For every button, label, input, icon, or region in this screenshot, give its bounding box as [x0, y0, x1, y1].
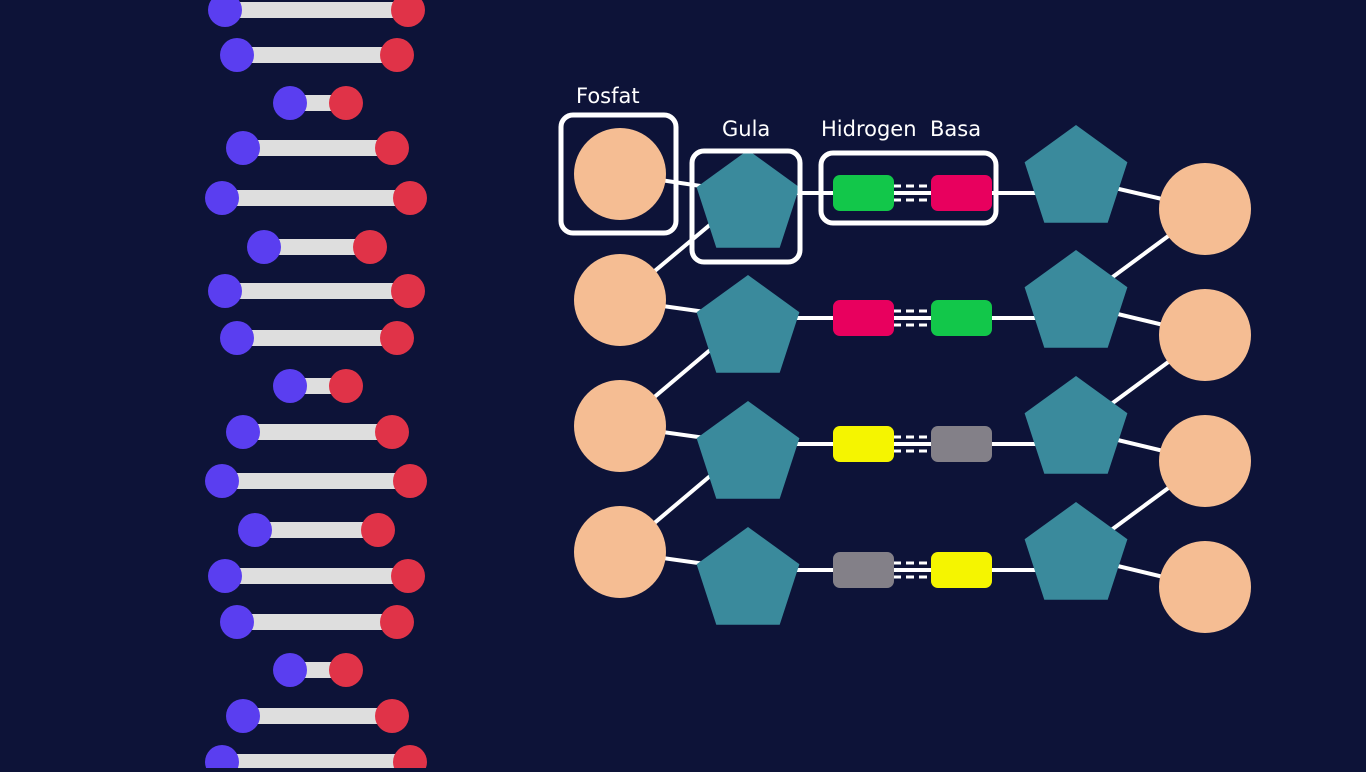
helix-right-nucleotide [329, 653, 363, 687]
sugar-left [696, 527, 800, 625]
helix-rung [273, 86, 363, 120]
nitrogen-base-left [833, 300, 894, 336]
helix-rung [208, 274, 425, 308]
nitrogen-base-left [833, 552, 894, 588]
helix-rung [220, 38, 414, 72]
helix-rung [205, 745, 427, 772]
helix-left-nucleotide [208, 274, 242, 308]
helix-rung [220, 605, 414, 639]
base-label: Basa [930, 117, 981, 141]
helix-rung [273, 369, 363, 403]
helix-rung [247, 230, 387, 264]
nitrogen-base-right [931, 175, 992, 211]
phosphate-group-right [1159, 415, 1251, 507]
helix-right-nucleotide [353, 230, 387, 264]
helix-right-nucleotide [391, 274, 425, 308]
helix-rung [226, 415, 409, 449]
phosphate-group-left [574, 506, 666, 598]
helix-left-nucleotide [205, 181, 239, 215]
helix-right-nucleotide [380, 605, 414, 639]
helix-right-nucleotide [391, 559, 425, 593]
helix-left-nucleotide [208, 0, 242, 27]
nucleotide-pair-row [574, 376, 1251, 507]
sugar-right [1024, 502, 1128, 600]
sugar-right [1024, 125, 1128, 223]
helix-left-nucleotide [208, 559, 242, 593]
nucleotide-pair-row [574, 502, 1251, 633]
helix-right-nucleotide [393, 181, 427, 215]
helix-right-nucleotide [380, 321, 414, 355]
helix-left-nucleotide [238, 513, 272, 547]
helix-right-nucleotide [375, 699, 409, 733]
hydrogen-label: Hidrogen [821, 117, 917, 141]
helix-left-nucleotide [226, 131, 260, 165]
phosphate-group-left [574, 128, 666, 220]
nucleotide-pair-row [574, 125, 1251, 255]
phosphate-group-right [1159, 289, 1251, 381]
dna-strand-detail [574, 125, 1251, 633]
helix-rung [205, 181, 427, 215]
helix-left-nucleotide [247, 230, 281, 264]
sugar-label: Gula [722, 117, 770, 141]
helix-rung [273, 653, 363, 687]
helix-rung [208, 0, 425, 27]
helix-rung [208, 559, 425, 593]
nitrogen-base-left [833, 426, 894, 462]
sugar-left [696, 275, 800, 373]
backbone-links [618, 172, 1207, 589]
sugar-right [1024, 250, 1128, 348]
helix-rung [205, 464, 427, 498]
helix-left-nucleotide [226, 699, 260, 733]
nitrogen-base-right [931, 552, 992, 588]
sugar-left [696, 150, 800, 248]
nucleotide-pair-row [574, 250, 1251, 381]
phosphate-label: Fosfat [576, 84, 640, 108]
helix-left-nucleotide [273, 86, 307, 120]
nitrogen-base-right [931, 300, 992, 336]
helix-rung [220, 321, 414, 355]
helix-right-nucleotide [393, 464, 427, 498]
phosphate-highlight-box [558, 112, 679, 236]
helix-right-nucleotide [329, 369, 363, 403]
helix-right-nucleotide [393, 745, 427, 772]
helix-right-nucleotide [380, 38, 414, 72]
nitrogen-base-left [833, 175, 894, 211]
phosphate-group-right [1159, 163, 1251, 255]
helix-left-nucleotide [273, 653, 307, 687]
helix-left-nucleotide [220, 38, 254, 72]
dna-helix [205, 0, 427, 772]
helix-left-nucleotide [226, 415, 260, 449]
helix-rung [238, 513, 395, 547]
sugar-left [696, 401, 800, 499]
phosphate-group-left [574, 380, 666, 472]
helix-left-nucleotide [205, 745, 239, 772]
base-pair-highlight-box [818, 150, 999, 226]
helix-left-nucleotide [273, 369, 307, 403]
phosphate-group-left [574, 254, 666, 346]
helix-rung [226, 131, 409, 165]
helix-left-nucleotide [220, 321, 254, 355]
helix-right-nucleotide [391, 0, 425, 27]
helix-right-nucleotide [375, 131, 409, 165]
sugar-right [1024, 376, 1128, 474]
sugar-highlight-box [689, 148, 803, 265]
helix-right-nucleotide [375, 415, 409, 449]
helix-left-nucleotide [220, 605, 254, 639]
helix-left-nucleotide [205, 464, 239, 498]
helix-rung [226, 699, 409, 733]
phosphate-group-right [1159, 541, 1251, 633]
helix-right-nucleotide [329, 86, 363, 120]
helix-right-nucleotide [361, 513, 395, 547]
nitrogen-base-right [931, 426, 992, 462]
